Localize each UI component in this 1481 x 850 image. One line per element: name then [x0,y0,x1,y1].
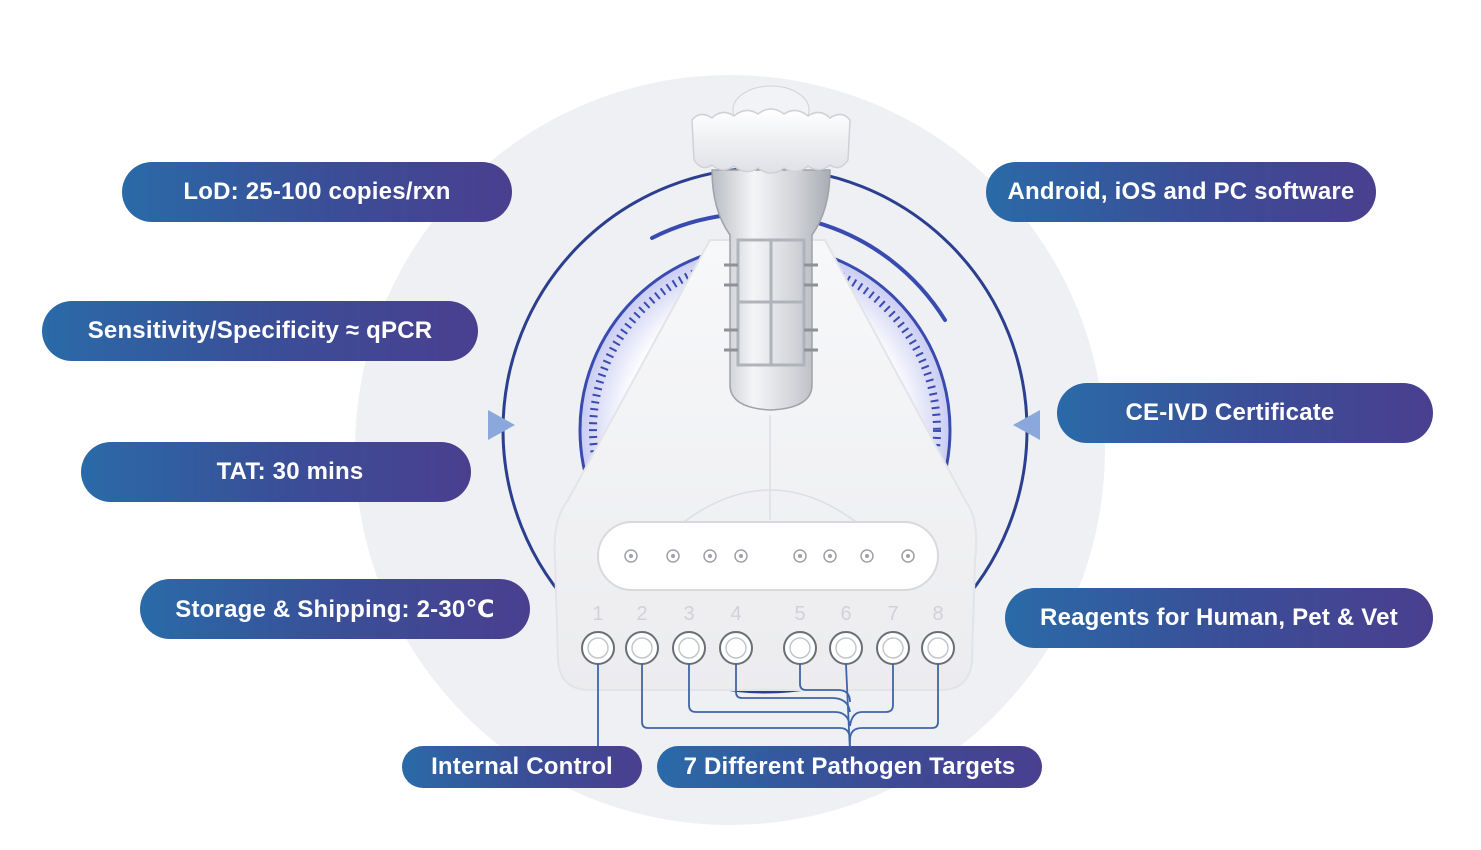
feature-pill-tat: TAT: 30 mins [81,442,471,502]
chamber-number-5: 5 [794,603,805,625]
pathogen-targets-label: 7 Different Pathogen Targets [657,746,1042,788]
reaction-window [597,521,939,591]
chamber-number-1: 1 [592,603,603,625]
left-arrow-triangle [488,410,515,440]
feature-label: TAT: 30 mins [216,458,364,485]
feature-label: Sensitivity/Specificity ≈ qPCR [87,317,433,344]
chamber-number-4: 4 [730,603,741,625]
chamber-number-3: 3 [683,603,694,625]
feature-label: CE-IVD Certificate [1125,399,1335,426]
feature-label: LoD: 25-100 copies/rxn [183,178,451,205]
feature-pill-software: Android, iOS and PC software [986,162,1376,222]
internal-control-label: Internal Control [402,746,642,788]
feature-label: Android, iOS and PC software [1007,178,1355,205]
feature-pill-reagents: Reagents for Human, Pet & Vet [1005,588,1433,648]
flow-channels [679,489,861,526]
chamber-number-7: 7 [887,603,898,625]
chamber-number-6: 6 [840,603,851,625]
connector-lines [597,663,939,753]
chamber-number-2: 2 [636,603,647,625]
feature-pill-lod: LoD: 25-100 copies/rxn [122,162,512,222]
chamber-number-8: 8 [932,603,943,625]
feature-label: Storage & Shipping: 2-30℃ [175,595,495,623]
tube-cap [691,108,851,174]
feature-label: Reagents for Human, Pet & Vet [1040,604,1398,631]
internal-control-text: Internal Control [431,753,613,780]
feature-pill-ce-ivd: CE-IVD Certificate [1057,383,1433,443]
feature-pill-storage: Storage & Shipping: 2-30℃ [140,579,530,639]
feature-pill-sensitivity: Sensitivity/Specificity ≈ qPCR [42,301,478,361]
dial-ticks [589,254,941,606]
pathogen-targets-text: 7 Different Pathogen Targets [683,753,1016,780]
right-arrow-triangle [1013,410,1040,440]
